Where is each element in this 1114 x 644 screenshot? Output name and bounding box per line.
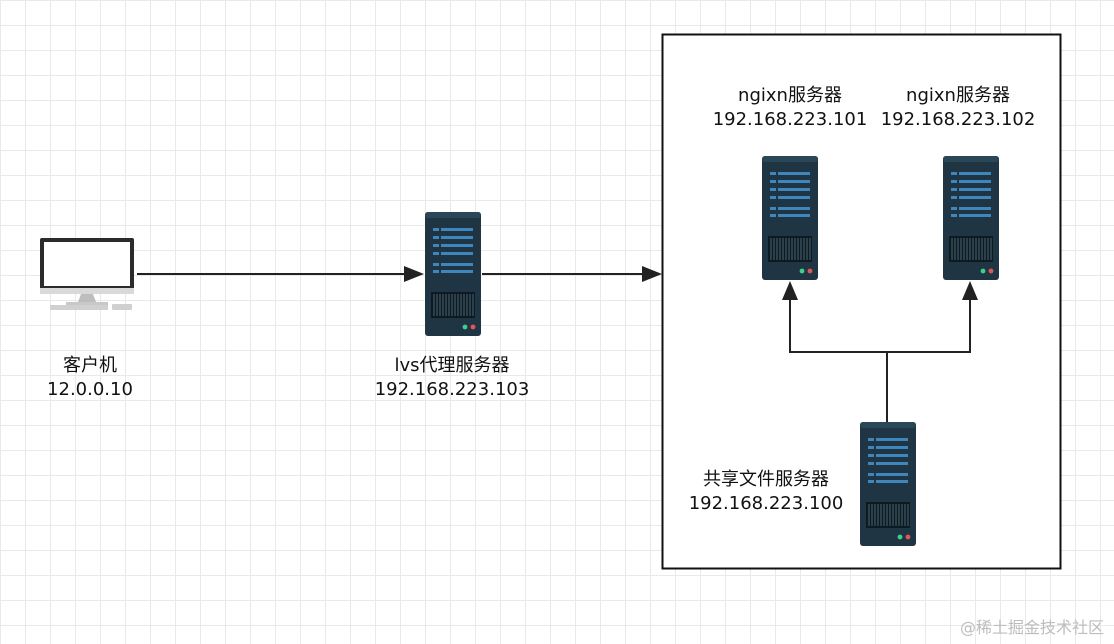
shared-name: 共享文件服务器: [703, 469, 829, 490]
client-ip: 12.0.0.10: [47, 379, 133, 400]
lvs-name: lvs代理服务器: [394, 355, 510, 376]
lvs-label: lvs代理服务器 192.168.223.103: [362, 354, 542, 402]
server-icon-nginx2: [942, 155, 1000, 281]
connectors: [137, 273, 971, 422]
nginx2-name: ngixn服务器: [906, 85, 1010, 106]
arrowhead-nginx2: [962, 281, 978, 300]
arrowhead-cluster: [642, 266, 662, 282]
shared-ip: 192.168.223.100: [688, 493, 844, 514]
edge-shared-to-nginx-2: [887, 296, 971, 353]
nginx1-ip: 192.168.223.101: [712, 109, 868, 130]
nginx1-label: ngixn服务器 192.168.223.101: [700, 84, 880, 132]
nginx2-ip: 192.168.223.102: [880, 109, 1036, 130]
client-name: 客户机: [63, 355, 117, 376]
server-icon-lvs: [424, 211, 482, 337]
edge-shared-to-nginx: [789, 296, 888, 422]
nginx2-label: ngixn服务器 192.168.223.102: [868, 84, 1048, 132]
desktop-computer-icon: [40, 238, 134, 310]
lvs-ip: 192.168.223.103: [374, 379, 530, 400]
arrowhead-lvs: [404, 266, 424, 282]
arrowheads: [404, 266, 978, 300]
server-icon-nginx1: [761, 155, 819, 281]
watermark-text: @稀土掘金技术社区: [959, 618, 1104, 637]
shared-label: 共享文件服务器 192.168.223.100: [676, 468, 856, 516]
nginx1-name: ngixn服务器: [738, 85, 842, 106]
server-icon-shared: [859, 421, 917, 547]
client-label: 客户机 12.0.0.10: [30, 354, 150, 402]
arrowhead-nginx1: [782, 281, 798, 300]
